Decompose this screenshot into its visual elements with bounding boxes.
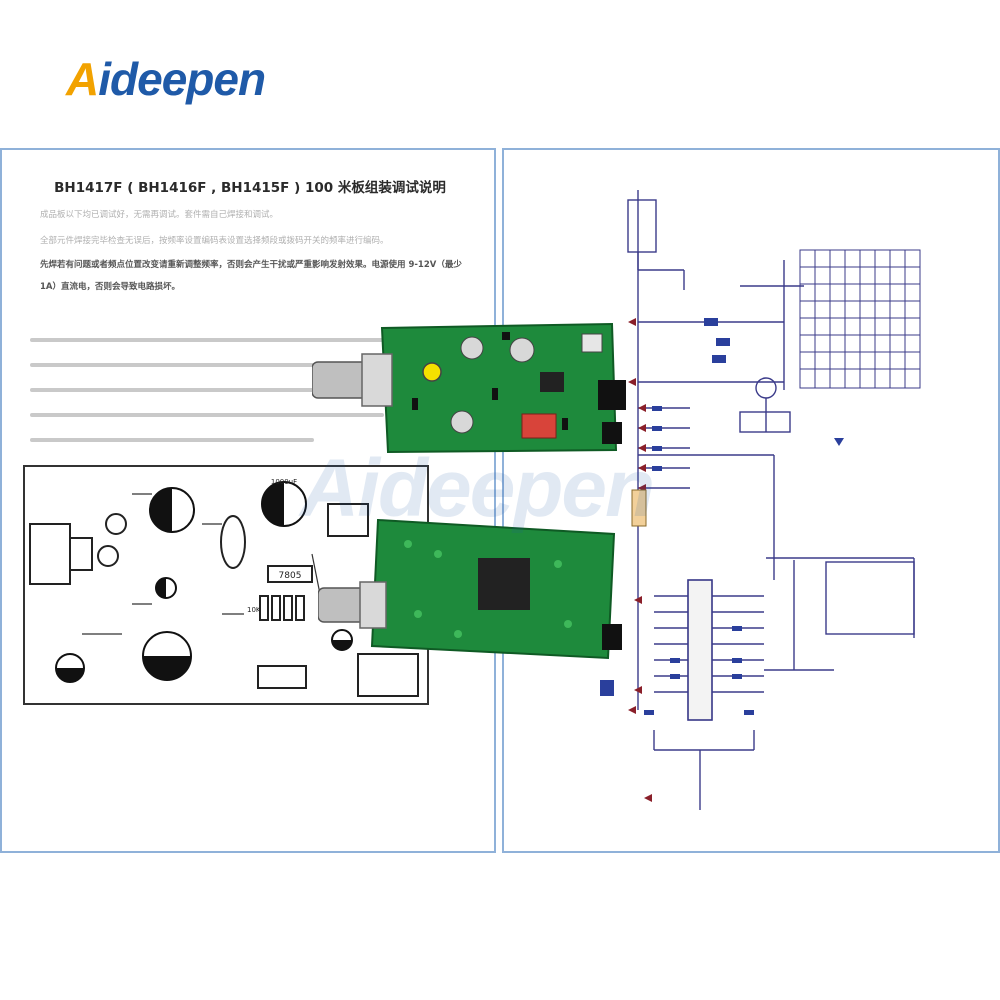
svg-text:10K: 10K [247, 606, 261, 614]
pcb-layout-diagram: 7805 1000uF 10K [23, 465, 429, 705]
svg-text:1000uF: 1000uF [271, 478, 297, 486]
pcb-photo-top [312, 322, 626, 454]
circuit-schematic [600, 190, 921, 810]
document-bold-note-text: 先焊若有问题或者频点位置改变请重新调整频率，否则会产生干扰或严重影响发射效果。电… [40, 260, 462, 292]
document-bold-note: 先焊若有问题或者频点位置改变请重新调整频率，否则会产生干扰或严重影响发射效果。电… [40, 254, 480, 298]
document-paragraph-1: 成品板以下均已调试好，无需再调试。套件需自己焊接和调试。 [40, 210, 279, 220]
logo-letter-a: A [66, 53, 99, 105]
right-schematic-page [502, 148, 1000, 853]
pcb-photo-bottom [318, 518, 622, 660]
brand-logo: A ideepen [66, 52, 266, 105]
svg-text:7805: 7805 [279, 571, 302, 581]
document-title: BH1417F ( BH1416F , BH1415F ) 100 米板组装调试… [54, 180, 446, 196]
document-paragraph-2: 全部元件焊接完毕检查无误后，按频率设置编码表设置选择频段或拨码开关的频率进行编码… [40, 236, 389, 246]
left-document-page: BH1417F ( BH1416F , BH1415F ) 100 米板组装调试… [0, 148, 496, 853]
logo-letters-rest: ideepen [98, 53, 266, 105]
